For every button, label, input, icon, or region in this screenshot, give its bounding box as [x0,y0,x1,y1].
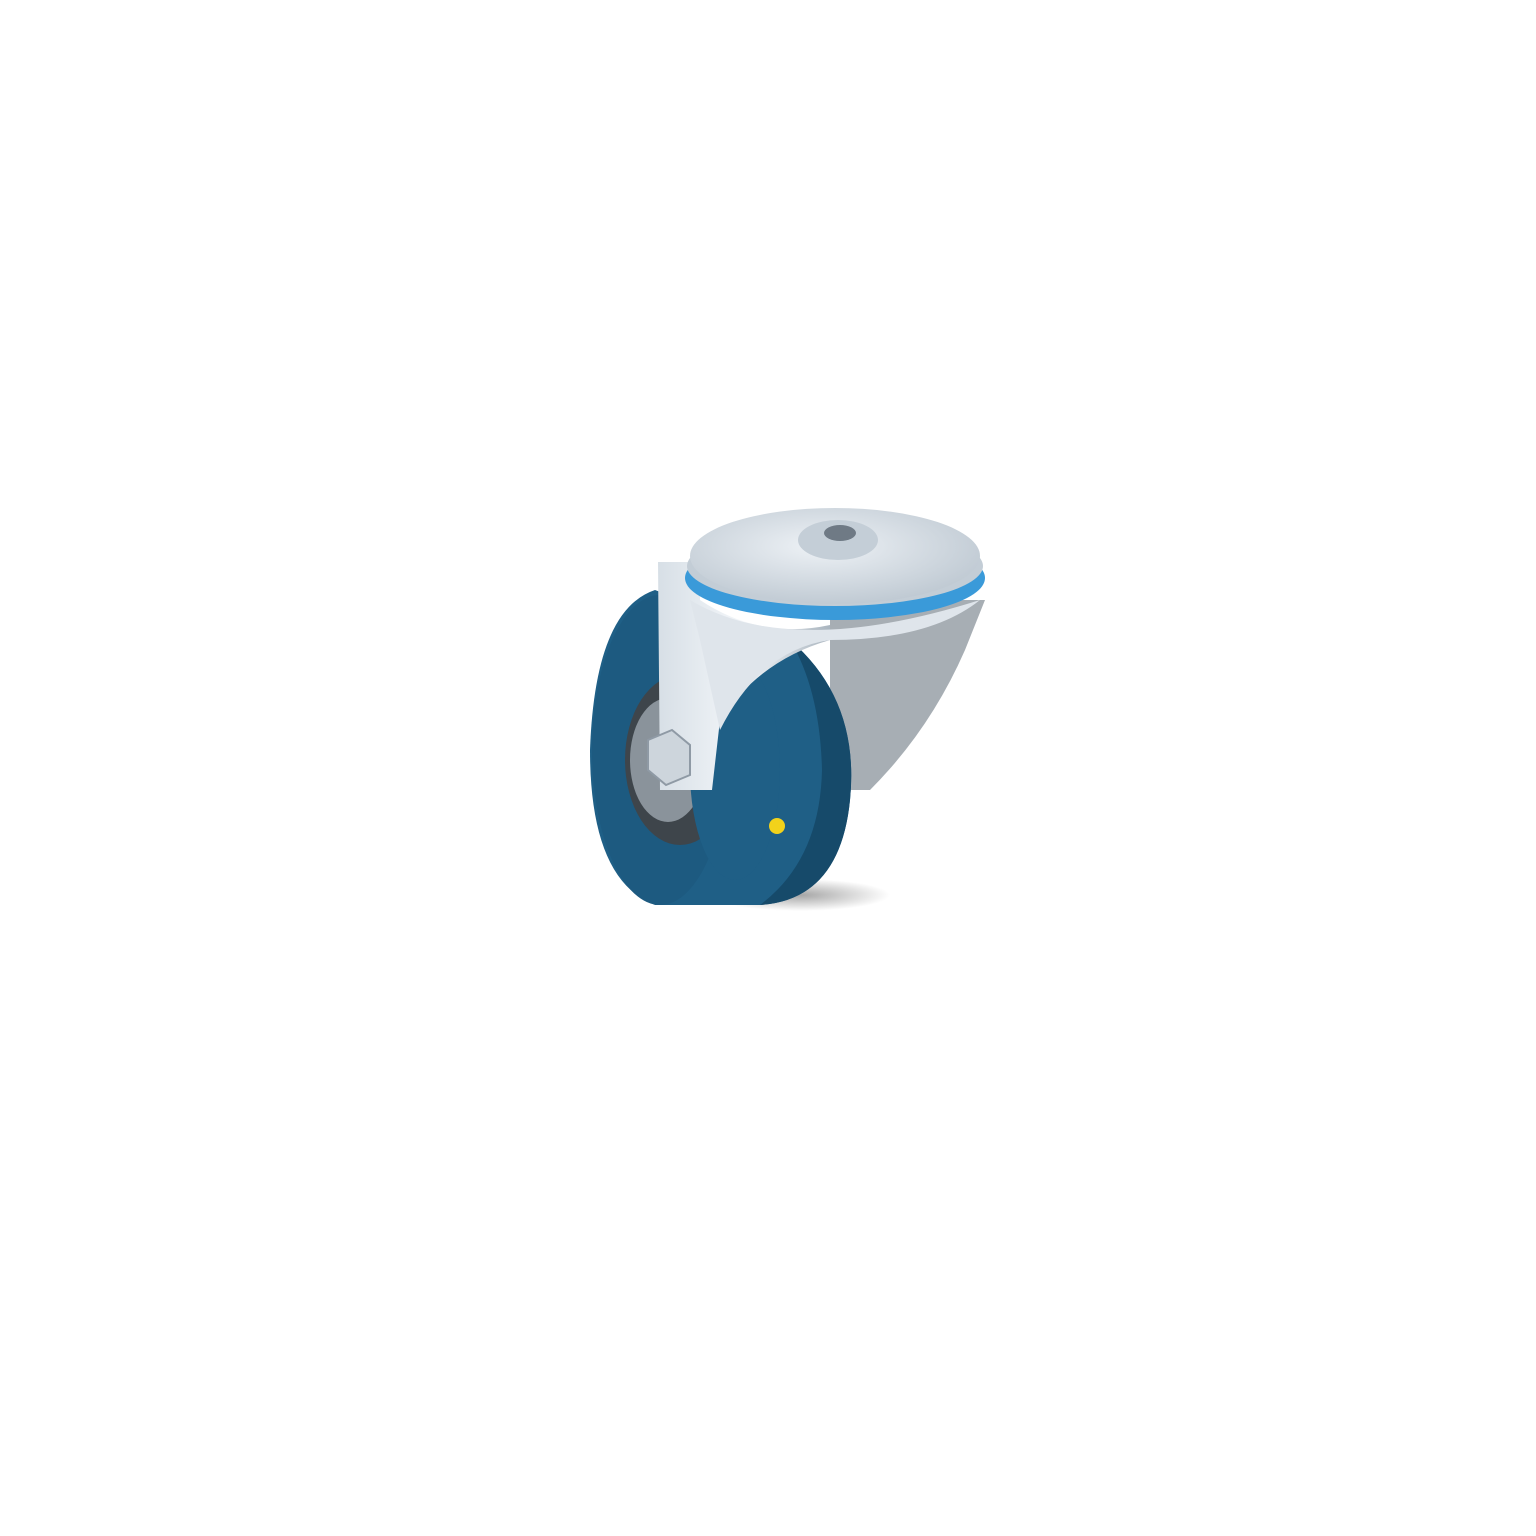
axle-bolt-icon [647,728,691,787]
wheel-tread-shade [760,640,852,905]
bracket-curve [690,600,980,730]
antistatic-indicator-dot [769,818,785,834]
bracket-rear-fin [830,600,985,790]
bolt-hole [824,525,856,541]
